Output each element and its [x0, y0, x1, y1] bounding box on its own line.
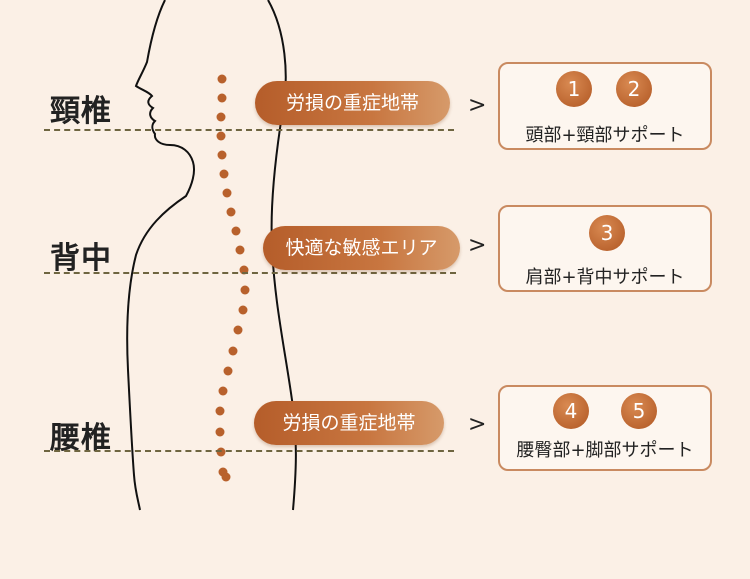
divider-lumbar [44, 450, 454, 452]
support-card-lumbar: 4 5 腰臀部+脚部サポート [498, 385, 712, 471]
badge-number: 2 [616, 71, 652, 107]
spine-dot [226, 207, 236, 217]
pill-cervical: 労損の重症地帯 [255, 81, 450, 125]
spine-dot [235, 245, 245, 255]
spine-dot [215, 427, 225, 437]
support-label-back: 肩部+背中サポート [525, 267, 685, 288]
spine-dot [228, 346, 238, 356]
spine-dot [223, 366, 233, 376]
spine-dot [231, 226, 241, 236]
divider-cervical [44, 129, 454, 131]
spine-dot [215, 406, 225, 416]
spine-dot [217, 93, 227, 103]
spine-dot [216, 447, 226, 457]
badge-number: 3 [589, 215, 625, 251]
support-label-cervical: 頭部+頸部サポート [525, 125, 685, 146]
spine-dot [240, 285, 250, 295]
arrow-cervical: > [468, 93, 487, 118]
spine-dot [216, 131, 226, 141]
support-label-lumbar: 腰臀部+脚部サポート [516, 440, 694, 461]
pill-lumbar: 労損の重症地帯 [254, 401, 444, 445]
divider-back [44, 272, 456, 274]
spine-dot [222, 188, 232, 198]
badge-number: 1 [556, 71, 592, 107]
badge-number: 5 [621, 393, 657, 429]
spine-dot [216, 112, 226, 122]
pill-back: 快適な敏感エリア [263, 226, 460, 270]
support-card-back: 3 肩部+背中サポート [498, 205, 712, 292]
support-card-cervical: 1 2 頭部+頸部サポート [498, 62, 712, 150]
spine-dot [217, 150, 227, 160]
arrow-lumbar: > [468, 412, 487, 437]
spine-dot [233, 325, 243, 335]
spine-dot [217, 74, 227, 84]
spine-dots [215, 74, 250, 482]
spine-dot [238, 305, 248, 315]
region-label-back: 背中 [50, 241, 112, 276]
body-outline [126, 0, 196, 511]
badge-number: 4 [553, 393, 589, 429]
spine-dot [219, 169, 229, 179]
arrow-back: > [468, 233, 487, 258]
region-label-cervical: 頸椎 [50, 94, 112, 129]
spine-dot [218, 386, 228, 396]
spine-dot [221, 472, 231, 482]
